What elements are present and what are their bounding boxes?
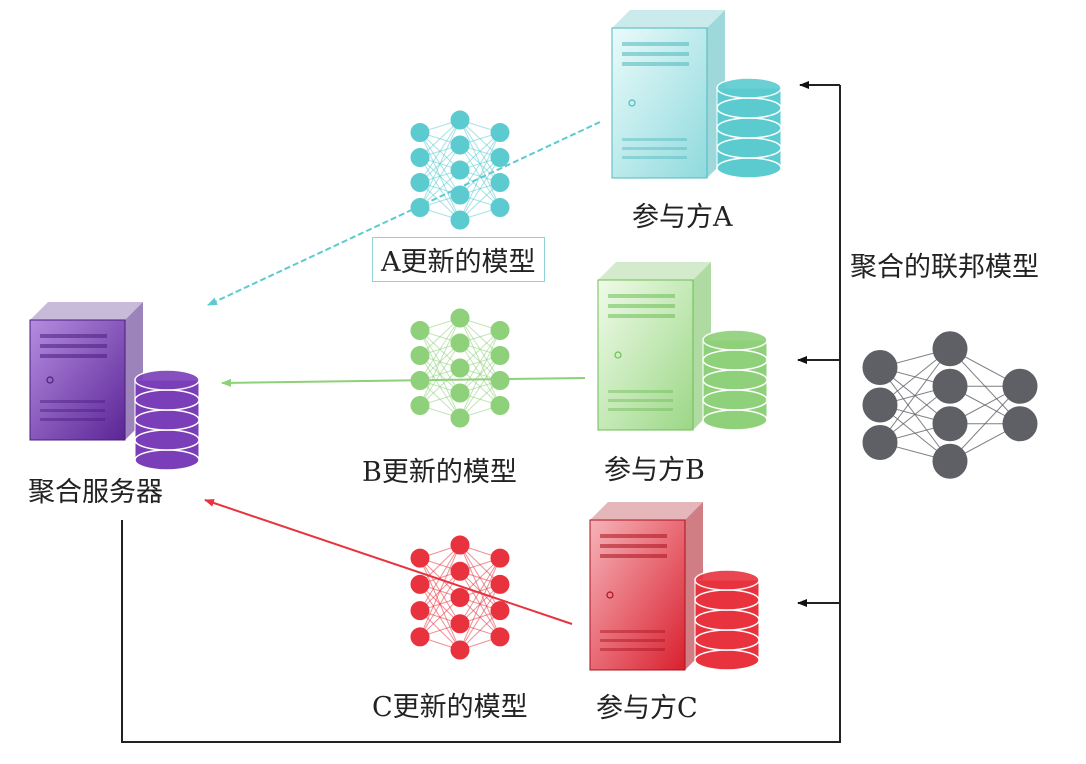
feedback-loop-line (121, 85, 841, 743)
update-arrow-b (221, 377, 586, 387)
aggregation-server-icon (29, 302, 200, 471)
federated-model-network-icon (862, 331, 1038, 479)
update-arrow-c (204, 499, 573, 625)
federated-model-label: 聚合的联邦模型 (850, 252, 1039, 283)
participant-b-server-icon (597, 262, 768, 431)
neural-network-b-icon (410, 308, 510, 428)
neural-network-c-icon (410, 535, 510, 660)
update-b-label: B更新的模型 (362, 457, 517, 488)
update-c-label: C更新的模型 (372, 692, 528, 723)
aggregation-server-label: 聚合服务器 (28, 477, 163, 508)
participant-a-label: 参与方A (632, 202, 733, 233)
neural-network-a-icon (410, 110, 510, 230)
participant-c-server-icon (589, 502, 760, 671)
update-arrow-a (207, 121, 601, 306)
update-a-label: A更新的模型 (372, 237, 545, 282)
participant-a-server-icon (611, 10, 782, 179)
participant-b-label: 参与方B (604, 455, 705, 486)
participant-c-label: 参与方C (596, 693, 698, 724)
